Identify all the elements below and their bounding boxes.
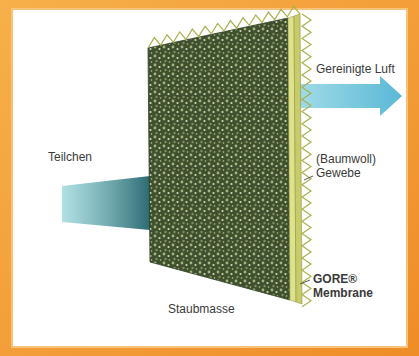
white-panel [12,9,407,347]
fibre-zigzag [302,14,311,307]
particle-inflow-arrow [62,176,150,230]
fibre-zigzag [148,6,300,48]
leader-line [304,176,313,180]
cotton-fabric-layer [294,14,302,304]
layer-label: (Baumwoll) Gewebe [316,152,386,180]
layer-label: Staubmasse [168,302,235,316]
inflow-label: Teilchen [48,150,92,164]
layer-label: GORE® Membrane [313,272,379,300]
fabric-fibres [148,6,311,306]
outflow-label: Gereinigte Luft [316,62,395,76]
dust-cake [148,18,290,300]
clean-air-arrow [300,76,402,116]
leader-line [300,280,310,284]
